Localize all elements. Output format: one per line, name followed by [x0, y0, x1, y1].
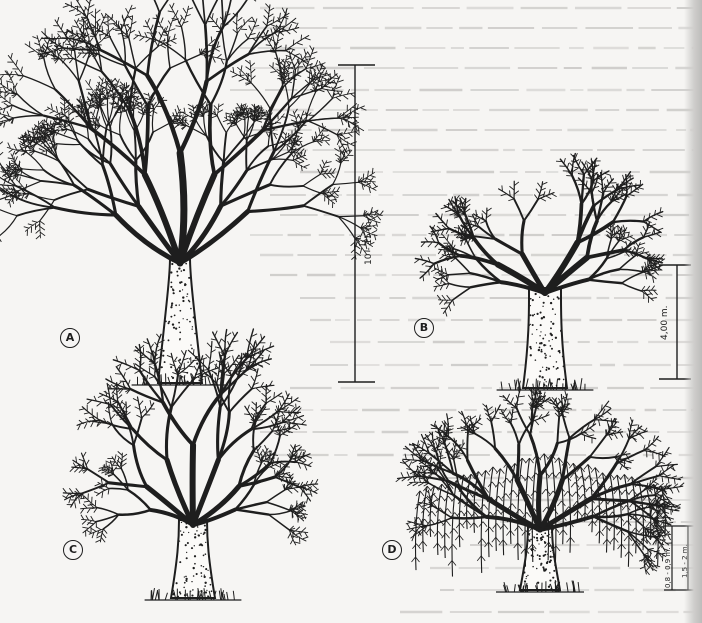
height-label-b: 4,00 m. [660, 305, 670, 340]
panel-label-b: B [414, 318, 434, 338]
panel-label-c: C [63, 540, 83, 560]
tree-b-illustration [415, 208, 655, 398]
tree-d-illustration [405, 430, 675, 605]
panel-label-d: D [382, 540, 402, 560]
panel-label-a: A [60, 328, 80, 348]
height-label-d-inner: 0,8 - 0,9 m. [664, 547, 672, 588]
tree-a-illustration [40, 8, 340, 398]
height-label-a: 10 - 15 m. [364, 219, 374, 265]
page-edge-shadow [684, 0, 702, 623]
tree-c-illustration [78, 410, 288, 610]
